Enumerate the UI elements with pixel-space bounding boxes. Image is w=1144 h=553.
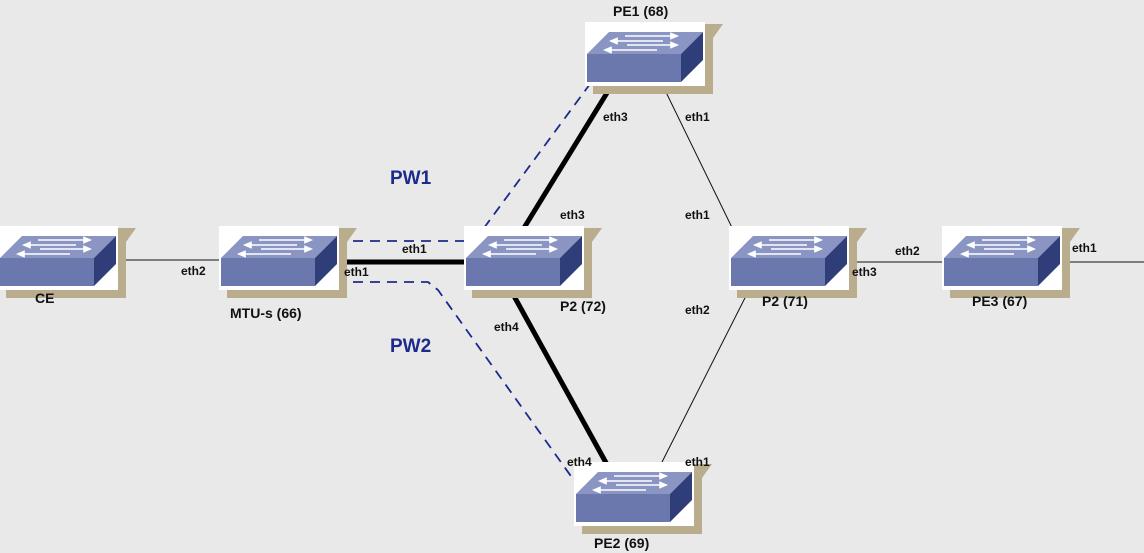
node-label-pe3: PE3 (67): [972, 293, 1027, 309]
port-label-pe2-eth1: eth1: [685, 455, 710, 469]
link-p2-72-pe1: [516, 86, 613, 238]
switch-ce-icon[interactable]: [0, 225, 137, 299]
switch-pe3-icon[interactable]: [941, 225, 1081, 299]
switch-p2-72-icon[interactable]: [463, 225, 603, 299]
port-label-mtu-eth2: eth2: [181, 264, 206, 278]
port-label-p2-72-eth1: eth1: [402, 242, 427, 256]
pseudowire-label-pw1: PW1: [390, 168, 432, 189]
pseudowire-label-pw2: PW2: [390, 336, 431, 357]
port-label-pe1-eth3: eth3: [603, 110, 628, 124]
port-label-pe2-eth4: eth4: [567, 455, 592, 469]
link-pe1-p2-71: [661, 83, 742, 247]
node-label-pe2: PE2 (69): [594, 535, 649, 551]
switch-pe1-icon[interactable]: [584, 21, 724, 95]
link-p2-72-pe2: [506, 285, 613, 472]
pseudowire-pw1-path: [336, 83, 591, 242]
port-label-p2-71-eth2: eth2: [685, 303, 710, 317]
port-label-p2-72-eth3: eth3: [560, 208, 585, 222]
port-label-pe3-eth1: eth1: [1072, 241, 1097, 255]
node-label-p2-72: P2 (72): [560, 298, 606, 314]
node-label-ce: CE: [35, 290, 54, 306]
port-label-p2-71-eth1: eth1: [685, 208, 710, 222]
node-label-pe1: PE1 (68): [613, 3, 668, 19]
node-label-mtu: MTU-s (66): [230, 305, 302, 321]
port-label-pe3-eth2: eth2: [895, 244, 920, 258]
link-pe2-p2-71: [657, 283, 753, 471]
switch-mtu-icon[interactable]: [218, 225, 358, 299]
port-label-mtu-eth1: eth1: [344, 265, 369, 279]
switch-pe2-icon[interactable]: [573, 461, 713, 535]
node-label-p2-71: P2 (71): [762, 293, 808, 309]
pseudowire-pw2-path: [336, 281, 579, 487]
switch-p2-71-icon[interactable]: [728, 225, 868, 299]
port-label-pe1-eth1: eth1: [685, 110, 710, 124]
port-label-p2-71-eth3: eth3: [852, 265, 877, 279]
port-label-p2-72-eth4: eth4: [494, 320, 519, 334]
